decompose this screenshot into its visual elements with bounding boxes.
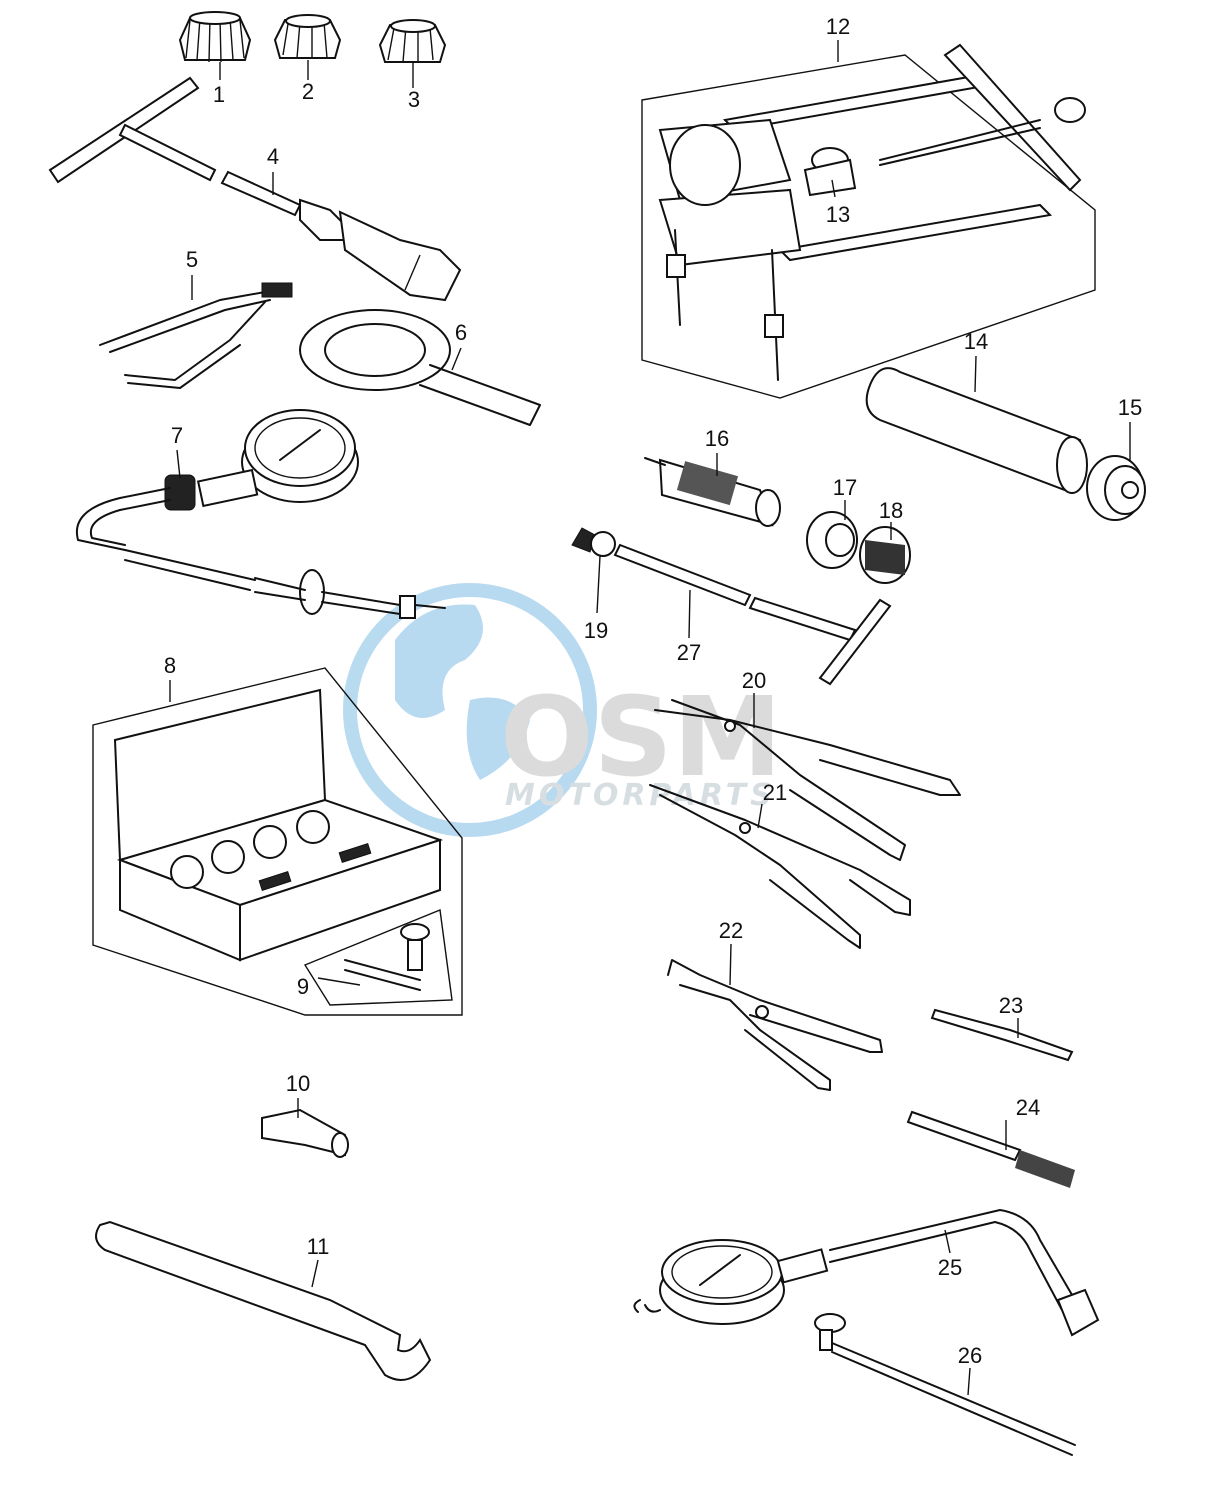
part-label-15: 15	[1118, 395, 1142, 420]
part-label-26: 26	[958, 1343, 982, 1368]
part-label-8: 8	[164, 653, 176, 678]
part-label-4: 4	[267, 144, 279, 169]
sleeve-10	[261, 1108, 349, 1158]
part-label-12: 12	[826, 14, 850, 39]
gear-socket-1	[178, 11, 252, 63]
puller-16	[644, 457, 781, 527]
part-label-23: 23	[999, 993, 1023, 1018]
part-label-21: 21	[763, 780, 787, 805]
bearing-driver-14	[865, 367, 1088, 494]
part-label-14: 14	[964, 329, 988, 354]
adapter-9	[303, 909, 453, 1006]
leader-lines	[169, 40, 1131, 1396]
part-label-16: 16	[705, 426, 729, 451]
part-label-3: 3	[408, 87, 420, 112]
part-label-24: 24	[1016, 1095, 1040, 1120]
tool-24	[906, 1110, 1075, 1188]
part-label-10: 10	[286, 1071, 310, 1096]
part-label-5: 5	[186, 247, 198, 272]
tool-23	[930, 1008, 1074, 1062]
t-handle-socket-wrench	[48, 76, 462, 302]
part-label-25: 25	[938, 1255, 962, 1280]
gear-socket-2	[273, 14, 342, 59]
adapter-17	[806, 511, 858, 569]
clutch-holder-6	[299, 309, 541, 426]
part-label-17: 17	[833, 475, 857, 500]
part-label-1: 1	[213, 82, 225, 107]
gear-socket-3	[378, 19, 447, 63]
part-label-9: 9	[297, 974, 309, 999]
part-label-2: 2	[302, 79, 314, 104]
pressure-gauge-25	[633, 1209, 1100, 1337]
part-label-11: 11	[307, 1234, 330, 1259]
nut-19	[571, 527, 616, 557]
hose-adapter-26	[814, 1313, 1076, 1456]
t-handle-shaft-27	[613, 543, 892, 686]
adapter-18	[859, 526, 911, 584]
adapter-13	[803, 147, 857, 197]
part-label-18: 18	[879, 498, 903, 523]
compression-gauge-7	[75, 409, 446, 619]
part-label-19: 19	[584, 618, 608, 643]
pliers-5	[99, 282, 293, 389]
watermark-logo: OSM	[500, 673, 782, 801]
part-label-22: 22	[719, 918, 743, 943]
bearing-puller-12	[641, 43, 1096, 399]
watermark-text: MOTORPARTS	[505, 778, 776, 813]
watermark: OSM MOTORPARTS	[343, 583, 782, 837]
vacuum-gauge-set-8	[92, 667, 463, 1016]
part-label-13: 13	[826, 202, 850, 227]
part-label-27: 27	[677, 640, 701, 665]
circlip-pliers-20	[654, 699, 961, 861]
circlip-pliers-21	[649, 784, 911, 949]
part-labels: 1 2 3 4 5 6 7 8 9 10 11 12 13 14 15 16 1…	[164, 14, 1142, 1368]
driver-head-15	[1086, 455, 1146, 521]
hook-wrench-11	[95, 1220, 432, 1381]
part-label-20: 20	[742, 668, 766, 693]
watermark-globe-icon	[343, 583, 597, 837]
pliers-22	[667, 959, 883, 1091]
part-label-7: 7	[171, 423, 183, 448]
part-label-6: 6	[455, 320, 467, 345]
